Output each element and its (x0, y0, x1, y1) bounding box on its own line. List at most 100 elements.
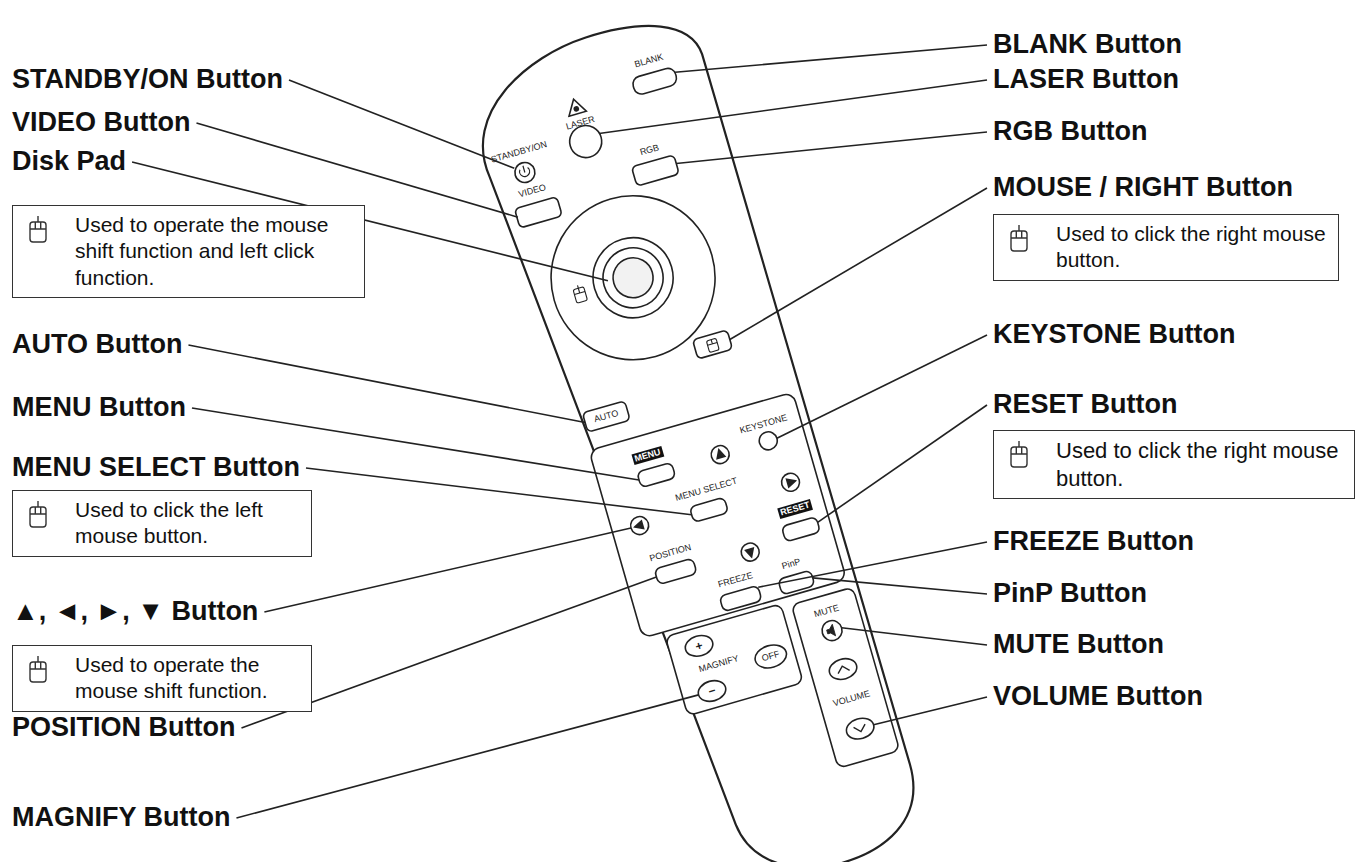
remote-part (706, 338, 719, 352)
remote-part (683, 632, 715, 659)
callout-box: Used to click the right mouse button. (993, 214, 1339, 281)
remote-part (30, 216, 46, 229)
part-label: VOLUME Button (993, 682, 1203, 712)
part-label: VIDEO Button (12, 108, 190, 138)
remote-part (779, 471, 801, 493)
remote-part (827, 656, 859, 683)
remote-part (634, 521, 644, 531)
callout-box: Used to click the right mouse button. (993, 430, 1355, 499)
remote-part (696, 678, 728, 705)
remote-part (631, 66, 678, 95)
mouse-icon (1008, 441, 1030, 469)
part-label: MENU SELECT Button (12, 453, 300, 483)
leader-line (777, 335, 987, 438)
part-label: MAGNIFY Button (12, 803, 230, 833)
part-label: MUTE Button (993, 630, 1164, 660)
remote-part (565, 97, 586, 116)
remote-body (459, 7, 931, 862)
remote-part (30, 222, 46, 242)
remote-part (1011, 231, 1027, 251)
remote-part (30, 656, 46, 669)
part-label: MENU Button (12, 393, 186, 423)
callout-text: Used to click the right mouse button. (1056, 437, 1344, 492)
remote-part (596, 241, 670, 315)
part-label: KEYSTONE Button (993, 320, 1236, 350)
remote-part (30, 501, 46, 514)
part-label: POSITION Button (12, 713, 235, 743)
remote-part (706, 338, 719, 352)
remote-part (582, 401, 630, 432)
leader-line (874, 697, 987, 725)
remote-part (1011, 225, 1027, 238)
callout-text: Used to operate the mouse shift function… (75, 652, 301, 705)
remote-part (820, 618, 845, 643)
callout-text: Used to operate the mouse shift function… (75, 212, 354, 291)
part-label: AUTO Button (12, 330, 182, 360)
callout-box: Used to operate the mouse shift function… (12, 205, 365, 298)
part-label: BLANK Button (993, 30, 1182, 60)
callout-box: Used to operate the mouse shift function… (12, 645, 312, 712)
remote-part (739, 541, 761, 563)
callout-text: Used to click the left mouse button. (75, 497, 301, 550)
leader-line (758, 542, 987, 587)
mouse-icon (27, 501, 49, 529)
remote-part (637, 462, 676, 487)
leader-line (730, 188, 987, 339)
part-label: STANDBY/ON Button (12, 65, 283, 95)
leader-line (599, 80, 987, 134)
remote-part (757, 430, 779, 452)
part-label: RGB Button (993, 117, 1147, 147)
remote-part (608, 253, 657, 302)
remote-part (572, 284, 585, 295)
remote-part (532, 176, 735, 379)
remote-part (459, 7, 931, 862)
remote-part (836, 664, 849, 673)
mouse-icon (1008, 225, 1030, 253)
leader-line (813, 578, 987, 594)
remote-part (30, 662, 46, 682)
part-label: Disk Pad (12, 147, 126, 177)
remote-part (574, 106, 579, 111)
remote-part (514, 197, 562, 228)
remote-part (1011, 441, 1027, 454)
leader-line (675, 45, 987, 72)
leader-line (306, 468, 692, 515)
part-label: RESET Button (993, 390, 1177, 420)
remote-part (1011, 447, 1027, 467)
remote-part (709, 443, 731, 465)
remote-part (518, 164, 531, 177)
leader-line (196, 123, 517, 217)
leader-line (188, 345, 585, 423)
mouse-icon (27, 656, 49, 684)
leader-line (676, 132, 987, 163)
remote-part (706, 338, 717, 345)
remote-part (781, 517, 820, 542)
remote-part (854, 724, 867, 733)
remote-part (512, 160, 537, 185)
callout-box: Used to click the left mouse button. (12, 490, 312, 557)
mouse-icon (27, 216, 49, 244)
remote-part (30, 507, 46, 527)
part-label: LASER Button (993, 65, 1179, 95)
leader-line (289, 80, 514, 168)
leader-line (818, 405, 987, 522)
remote-part (715, 449, 725, 459)
callout-text: Used to click the right mouse button. (1056, 221, 1328, 274)
part-label: MOUSE / RIGHT Button (993, 173, 1293, 203)
leader-line (264, 528, 631, 612)
remote-part (628, 514, 650, 536)
remote-part (719, 585, 762, 611)
remote-part (689, 497, 728, 522)
remote-part (573, 287, 587, 303)
leader-line (842, 628, 987, 645)
remote-part (746, 548, 756, 558)
remote-part (826, 624, 836, 637)
remote-part (791, 587, 899, 768)
remote-part (692, 330, 732, 359)
remote-part (844, 715, 876, 742)
part-label: ▲, ◄, ►, ▼ Button (12, 597, 258, 627)
part-label: FREEZE Button (993, 527, 1194, 557)
leader-line (236, 695, 698, 818)
remote-part (654, 558, 697, 584)
